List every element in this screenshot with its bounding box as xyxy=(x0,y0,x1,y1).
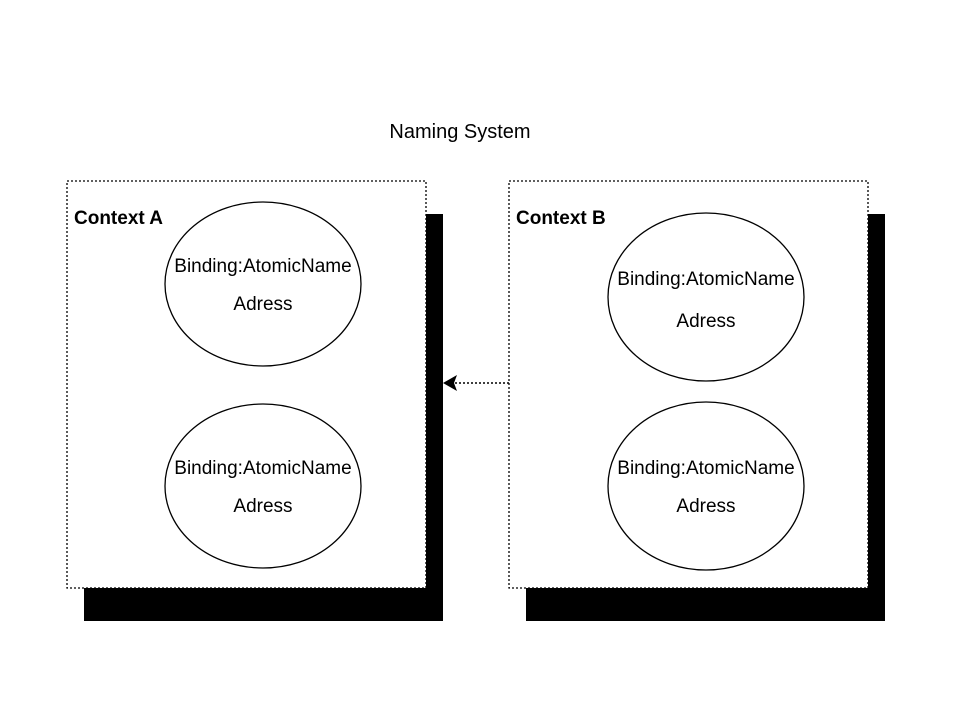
context-b-box xyxy=(508,180,869,589)
binding-atomic-name: Binding:AtomicName xyxy=(174,256,351,277)
binding-address: Adress xyxy=(233,294,292,315)
diagram-title: Naming System xyxy=(389,121,530,143)
context-b-panel: Context B Binding:AtomicName Adress Bind… xyxy=(508,180,885,621)
binding-atomic-name: Binding:AtomicName xyxy=(174,458,351,479)
binding-ellipse xyxy=(607,212,805,382)
context-link-arrow xyxy=(443,375,509,391)
context-a-binding-1: Binding:AtomicName Adress xyxy=(164,201,362,367)
context-b-label: Context B xyxy=(516,208,606,229)
context-a-binding-2: Binding:AtomicName Adress xyxy=(164,403,362,569)
binding-atomic-name: Binding:AtomicName xyxy=(617,269,794,290)
binding-address: Adress xyxy=(233,496,292,517)
context-a-label: Context A xyxy=(74,208,163,229)
binding-ellipse xyxy=(607,401,805,571)
context-a-box xyxy=(66,180,427,589)
context-b-binding-1: Binding:AtomicName Adress xyxy=(607,212,805,382)
binding-address: Adress xyxy=(676,311,735,332)
binding-address: Adress xyxy=(676,496,735,517)
context-a-panel: Context A Binding:AtomicName Adress Bind… xyxy=(66,180,443,621)
context-b-binding-2: Binding:AtomicName Adress xyxy=(607,401,805,571)
binding-ellipse xyxy=(164,201,362,367)
arrow-head-icon xyxy=(443,375,457,391)
binding-ellipse xyxy=(164,403,362,569)
binding-atomic-name: Binding:AtomicName xyxy=(617,458,794,479)
